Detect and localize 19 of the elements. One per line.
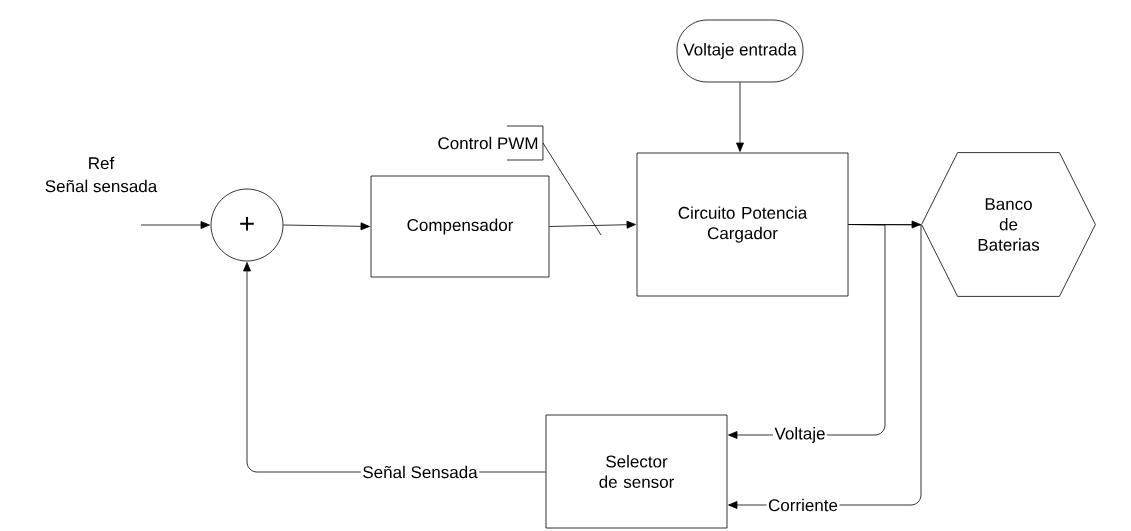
edge-label: Señal Sensada <box>360 464 480 480</box>
arrow <box>140 221 210 229</box>
arrow <box>549 220 636 229</box>
signal-label: Señal sensada <box>45 179 158 193</box>
arrow <box>283 222 370 231</box>
block-box: Compensador <box>370 175 550 278</box>
summing-junction: + <box>210 188 284 262</box>
arrow <box>736 82 744 152</box>
edge-label: Corriente <box>766 497 840 513</box>
annotation-text: Control PWM <box>438 136 538 150</box>
block-box: Selector de sensor <box>545 414 728 529</box>
leader-line <box>506 125 602 236</box>
hexagon: Banco de Baterias <box>921 152 1096 297</box>
terminal-box: Voltaje entrada <box>676 19 804 83</box>
signal-label: Ref <box>89 156 115 170</box>
arrow <box>728 224 886 439</box>
edge-label: Voltaje <box>773 425 828 445</box>
block-box: Circuito Potencia Cargador <box>636 152 849 297</box>
arrow <box>728 224 922 509</box>
